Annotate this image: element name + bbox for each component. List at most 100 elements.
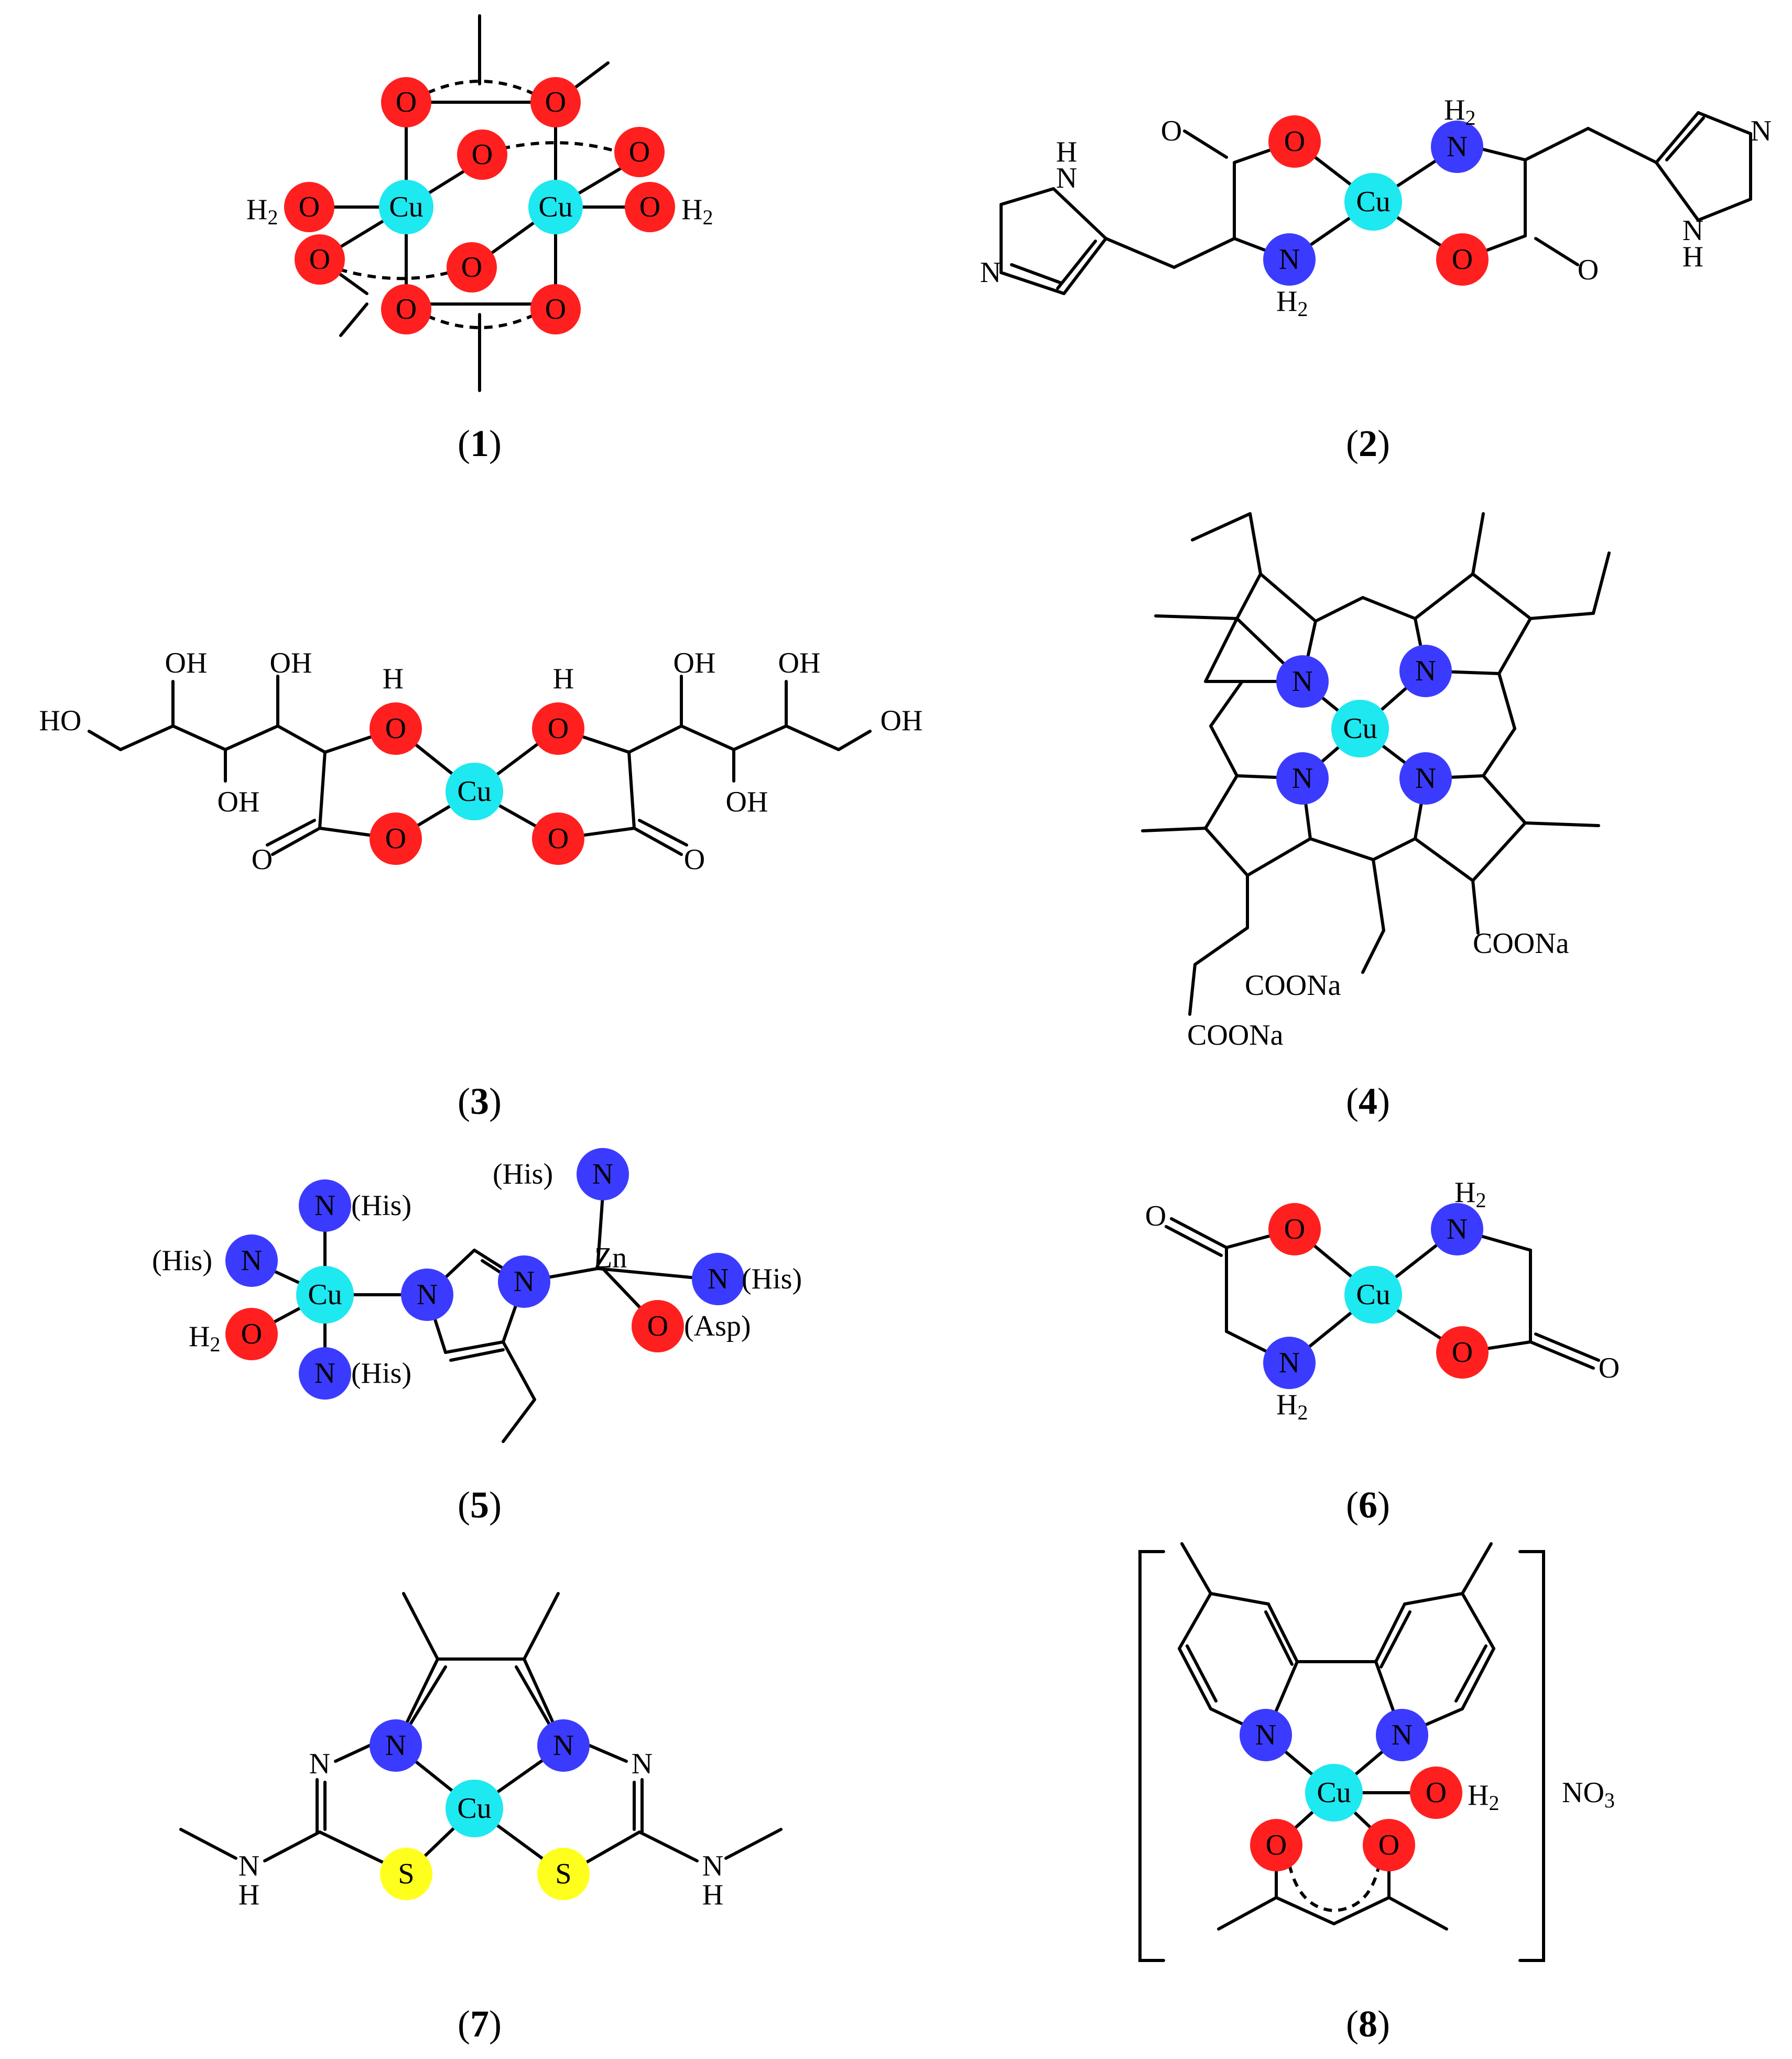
atom-label: O <box>1578 254 1599 286</box>
atom-label: N <box>592 1158 613 1190</box>
atom-label: H <box>702 1879 723 1911</box>
atom-label: N <box>1056 162 1077 194</box>
atom-label: N <box>1279 1347 1300 1379</box>
carboxylate-label: COONa <box>1473 927 1569 960</box>
atom-label: O <box>639 191 660 223</box>
oxygen-atom <box>1436 233 1489 286</box>
oxygen-atom <box>532 812 584 865</box>
atom-label: N <box>553 1729 574 1762</box>
atom-label: N <box>314 1189 335 1222</box>
oxygen-atom <box>370 702 422 755</box>
oxygen-atom <box>1363 1819 1415 1871</box>
atom-label: Cu <box>1343 712 1377 745</box>
atom-label: Cu <box>1356 1278 1390 1311</box>
oxygen-atom <box>381 284 431 334</box>
atom-label: H <box>238 1879 259 1911</box>
water-label: H2 <box>246 193 278 229</box>
atom-label: O <box>385 712 406 745</box>
copper-atom <box>528 180 583 234</box>
oxygen-atom <box>632 1300 684 1352</box>
atom-label: Cu <box>538 191 572 223</box>
hydroxyl-label: OH <box>674 647 716 679</box>
oxygen-atom <box>457 129 507 180</box>
caption-6: (6) <box>1346 1484 1390 1526</box>
caption-2: (2) <box>1346 422 1390 464</box>
amine-h2-label: H2 <box>1454 1176 1486 1212</box>
atom-label: N <box>708 1263 729 1295</box>
oxygen-atom <box>225 1308 278 1360</box>
atom-label: O <box>299 191 320 223</box>
atom-label: N <box>1447 1213 1468 1245</box>
atom-label: O <box>1452 1336 1473 1369</box>
structure-3-copper-gluconate: O O O O Cu H H O O OH OH OH HO OH OH OH … <box>39 647 923 1122</box>
nitrate-label: NO3 <box>1562 1776 1615 1812</box>
atom-label: H <box>1056 136 1077 168</box>
sulfur-atom <box>380 1848 432 1900</box>
atom-label: O <box>461 251 482 284</box>
oxygen-atom <box>284 182 334 232</box>
hydroxyl-label: OH <box>218 786 260 818</box>
structure-8-copper-bipyridine-acac: N N O O O Cu H2 NO3 (8) <box>1138 1542 1615 2045</box>
atom-label: N <box>1292 665 1313 698</box>
atom-label: N <box>1415 655 1436 687</box>
atom-label: O <box>629 136 650 168</box>
atom-label: O <box>548 822 569 855</box>
copper-atom <box>446 763 503 820</box>
caption-8: (8) <box>1346 2003 1390 2045</box>
nitrogen-atom <box>299 1179 351 1232</box>
hydroxyl-label: HO <box>39 705 82 737</box>
oxygen-atom <box>532 702 584 755</box>
oxygen-atom <box>530 77 581 127</box>
his-label: (His) <box>152 1244 212 1277</box>
caption-3: (3) <box>458 1080 502 1122</box>
atom-label: O <box>472 138 493 171</box>
copper-atom <box>1331 700 1389 757</box>
oxygen-atom <box>370 812 422 865</box>
structure-6-copper-glycinate: O N N O Cu O O H2 H2 (6) <box>1145 1176 1620 1526</box>
nitrogen-atom <box>1276 752 1329 805</box>
atom-label: N <box>702 1850 723 1882</box>
nitrogen-atom <box>537 1719 590 1772</box>
atom-label: N <box>1682 214 1703 247</box>
atom-label: O <box>1426 1776 1447 1809</box>
atom-label: Cu <box>457 775 491 808</box>
atom-label: S <box>555 1858 571 1890</box>
oxygen-atom <box>1250 1819 1302 1871</box>
nitrogen-atom <box>1431 121 1483 173</box>
his-label: (His) <box>351 1189 411 1222</box>
atom-label: N <box>1279 243 1300 276</box>
atom-label: N <box>314 1357 335 1390</box>
caption-7: (7) <box>458 2003 502 2045</box>
atom-label: O <box>1284 125 1305 158</box>
atom-label: H <box>383 663 404 695</box>
his-label: (His) <box>742 1263 802 1295</box>
atom-label: O <box>396 86 417 118</box>
atom-label: O <box>1266 1829 1287 1861</box>
oxygen-atom <box>1268 1203 1321 1255</box>
copper-atom <box>1305 1764 1363 1822</box>
nitrogen-atom <box>1399 645 1452 697</box>
atom-label: Cu <box>457 1792 491 1825</box>
nitrogen-atom <box>1376 1709 1428 1761</box>
hydroxyl-label: OH <box>726 786 768 818</box>
hydroxyl-label: OH <box>165 647 208 679</box>
water-label: H2 <box>189 1320 220 1356</box>
atom-label: H <box>1682 241 1703 273</box>
nitrogen-atom <box>1431 1203 1483 1255</box>
atom-label: O <box>252 843 273 876</box>
oxygen-atom <box>295 234 345 285</box>
nitrogen-atom <box>577 1148 629 1200</box>
atom-label: O <box>385 822 406 855</box>
atom-label: O <box>1284 1213 1305 1245</box>
atom-label: Zn <box>594 1242 627 1274</box>
atom-label: N <box>385 1729 406 1762</box>
structure-1-copper-acetate-dimer: O O O O O O O O O O Cu Cu H2 H2 (1) <box>246 14 713 464</box>
atom-label: N <box>309 1748 330 1780</box>
atom-label: Cu <box>389 191 423 223</box>
atom-label: S <box>398 1858 414 1890</box>
nitrogen-atom <box>692 1253 744 1305</box>
oxygen-atom <box>381 77 431 127</box>
nitrogen-atom <box>1263 1337 1316 1389</box>
water-label: H2 <box>1468 1779 1499 1815</box>
